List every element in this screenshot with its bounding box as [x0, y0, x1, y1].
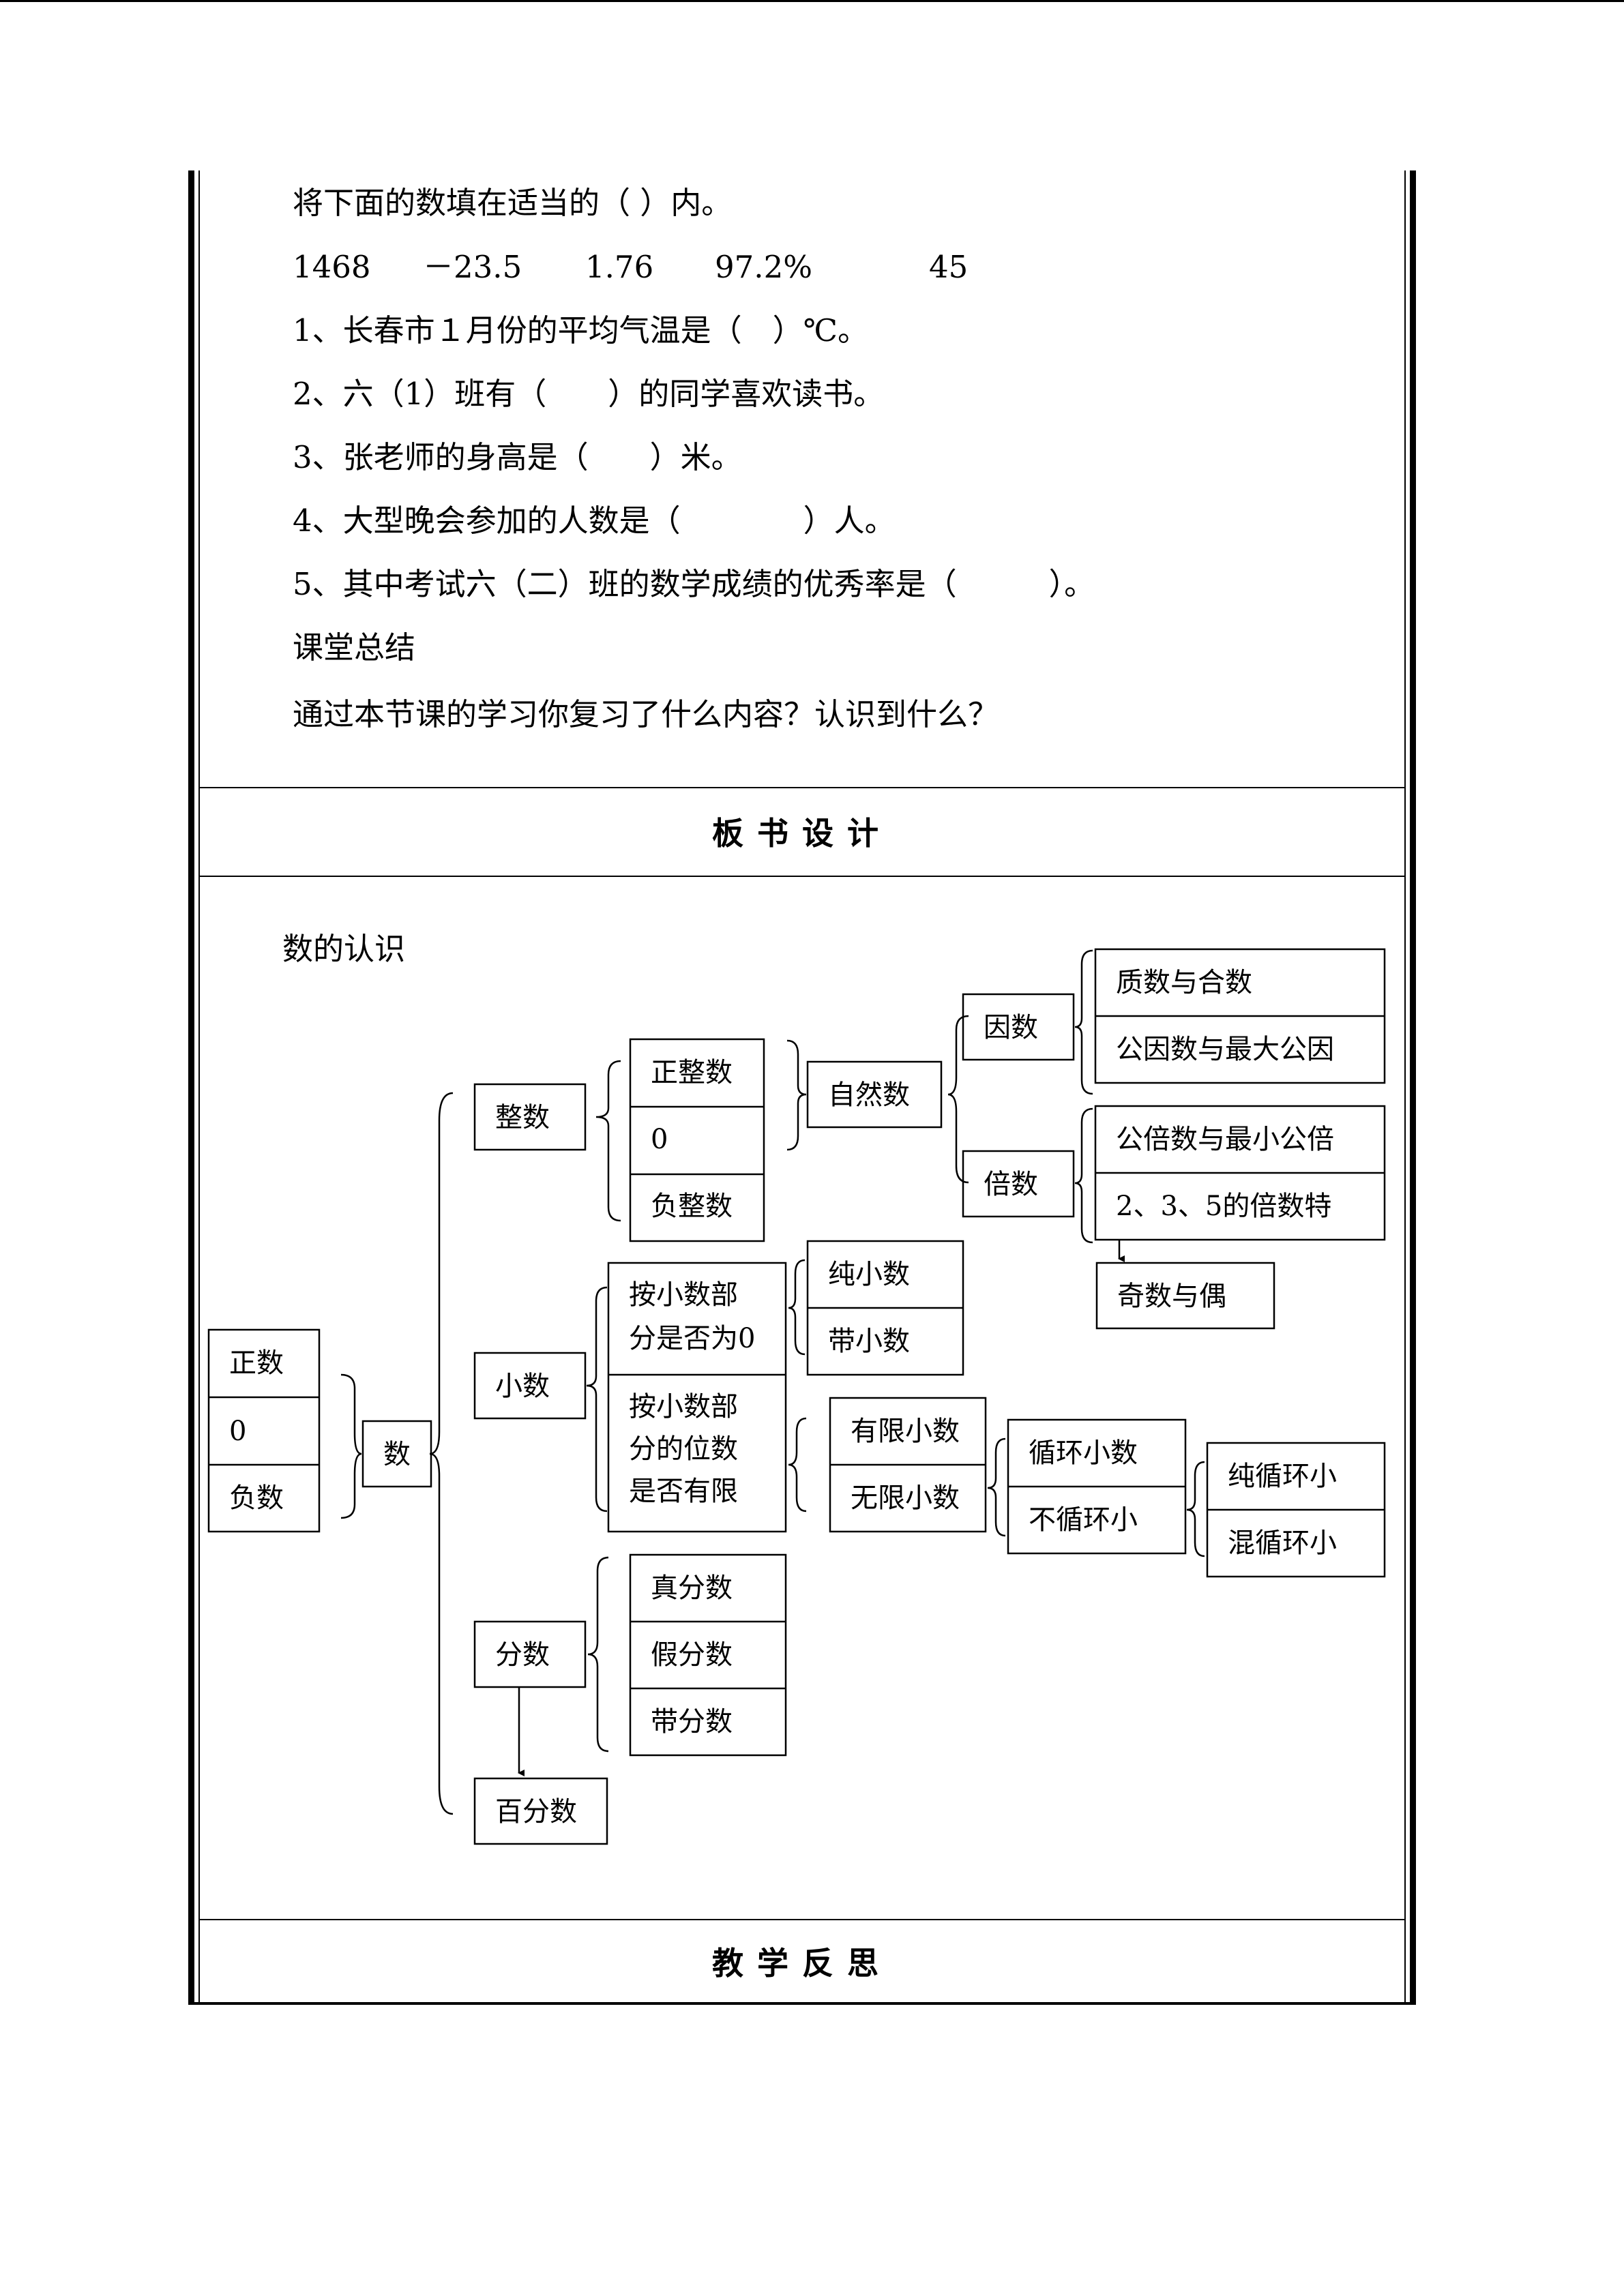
brace — [1074, 1107, 1093, 1244]
node-fenshu: 分数 — [495, 1639, 550, 1671]
node-ziranshu: 自然数 — [828, 1079, 910, 1111]
frame-left-thick-border — [188, 170, 194, 2005]
node-beishu: 倍数 — [984, 1169, 1038, 1200]
yinshu-box — [962, 993, 1075, 1061]
question-4: 4、大型晚会参加的人数是（ ）人。 — [293, 503, 896, 539]
question-1: 1、长春市１月份的平均气温是（ ）℃。 — [293, 312, 868, 348]
fenshu-box — [473, 1620, 587, 1688]
node-beishu-tezheng: 2、3、5的倍数特 — [1116, 1191, 1331, 1222]
beishu-box — [962, 1150, 1075, 1218]
node-zhengshu-int: 整数 — [495, 1102, 550, 1133]
brace — [1186, 1461, 1205, 1557]
node-zero: 0 — [229, 1416, 246, 1447]
jishu-oushu-box — [1095, 1262, 1275, 1330]
node-yinshu: 因数 — [984, 1012, 1038, 1043]
frame-bottom-border — [188, 2002, 1416, 2005]
brace — [340, 1373, 362, 1519]
node-zhengshu-pos: 正数 — [229, 1347, 284, 1379]
node-xunhuan: 循环小数 — [1029, 1437, 1138, 1469]
brace — [788, 1259, 806, 1356]
frame-right-thick-border — [1410, 170, 1416, 2005]
node-fuzhengshu: 负整数 — [651, 1191, 733, 1222]
brace — [595, 1060, 621, 1222]
fraction-types-box — [629, 1553, 787, 1757]
frame-left-thin-border — [198, 170, 200, 2005]
node-by-fraction-zero-line2: 分是否为0 — [629, 1323, 755, 1354]
node-by-digits-line2: 分的位数 — [629, 1433, 738, 1465]
node-int-zero: 0 — [651, 1124, 668, 1155]
decimal-classification-box — [607, 1262, 787, 1533]
question-3: 3、张老师的身高是（ ）米。 — [293, 439, 742, 475]
summary-title: 课堂总结 — [293, 629, 416, 666]
zhengshu-box — [473, 1083, 587, 1151]
brace — [587, 1556, 609, 1753]
node-zhenfenshu: 真分数 — [651, 1572, 733, 1604]
node-fushu: 负数 — [229, 1482, 284, 1514]
board-design-heading: 板书设计 — [712, 815, 892, 852]
number-item: 1.76 — [585, 249, 654, 285]
node-xiaoshu: 小数 — [495, 1371, 550, 1402]
node-by-digits-line1: 按小数部 — [629, 1391, 738, 1422]
row-divider — [200, 787, 1404, 788]
row-divider — [200, 1919, 1404, 1920]
node-daifenshu: 带分数 — [651, 1706, 733, 1738]
brace — [429, 1092, 454, 1815]
node-zhishu-heshu: 质数与合数 — [1116, 967, 1252, 998]
question-5: 5、其中考试六（二）班的数学成绩的优秀率是（ ）。 — [293, 566, 1095, 602]
xiaoshu-box — [473, 1352, 587, 1420]
integer-types-box — [629, 1038, 765, 1242]
number-item: 1468 — [293, 249, 371, 285]
reflection-heading: 教学反思 — [712, 1945, 892, 1982]
brace — [786, 1039, 807, 1151]
brace — [947, 1015, 969, 1184]
node-shu: 数 — [383, 1439, 411, 1470]
brace — [586, 1286, 608, 1512]
summary-question: 通过本节课的学习你复习了什么内容？认识到什么？ — [293, 696, 999, 732]
node-chunxiaoshu: 纯小数 — [828, 1259, 910, 1290]
brace — [1074, 949, 1093, 1095]
page-top-border — [0, 0, 1624, 2]
node-chunxunhuan: 纯循环小 — [1228, 1461, 1337, 1492]
lesson-table-frame — [188, 170, 1416, 2005]
node-jiafenshu: 假分数 — [651, 1639, 733, 1671]
node-by-fraction-zero-line1: 按小数部 — [629, 1279, 738, 1311]
number-item: 97.2% — [715, 249, 812, 285]
board-title: 数的认识 — [282, 931, 406, 967]
node-gongbeishu: 公倍数与最小公倍 — [1116, 1124, 1334, 1155]
node-daixiaoshu: 带小数 — [828, 1326, 910, 1357]
question-2: 2、六（1）班有（ ）的同学喜欢读书。 — [293, 376, 885, 412]
node-jishu-oushu: 奇数与偶 — [1117, 1281, 1226, 1312]
number-item: －23.5 — [423, 249, 522, 285]
ziranshu-box — [806, 1060, 943, 1129]
node-wuxian: 无限小数 — [851, 1482, 960, 1514]
row-divider — [200, 876, 1404, 877]
node-baifenshu: 百分数 — [495, 1796, 577, 1828]
pos-neg-box — [207, 1328, 321, 1533]
number-item: 45 — [929, 249, 969, 285]
exercise-intro: 将下面的数填在适当的（ ）内。 — [293, 185, 733, 221]
node-zhengzhengshu: 正整数 — [651, 1057, 733, 1088]
node-buxunhuan: 不循环小 — [1029, 1504, 1138, 1536]
baifenshu-box — [473, 1777, 608, 1845]
node-hunxunhuan: 混循环小 — [1228, 1527, 1337, 1559]
node-youxian: 有限小数 — [851, 1416, 960, 1447]
brace — [788, 1417, 807, 1512]
node-by-digits-line3: 是否有限 — [629, 1476, 738, 1507]
frame-right-thin-border — [1404, 170, 1406, 2005]
brace — [987, 1437, 1006, 1537]
node-gongyinshu: 公因数与最大公因 — [1116, 1034, 1334, 1065]
